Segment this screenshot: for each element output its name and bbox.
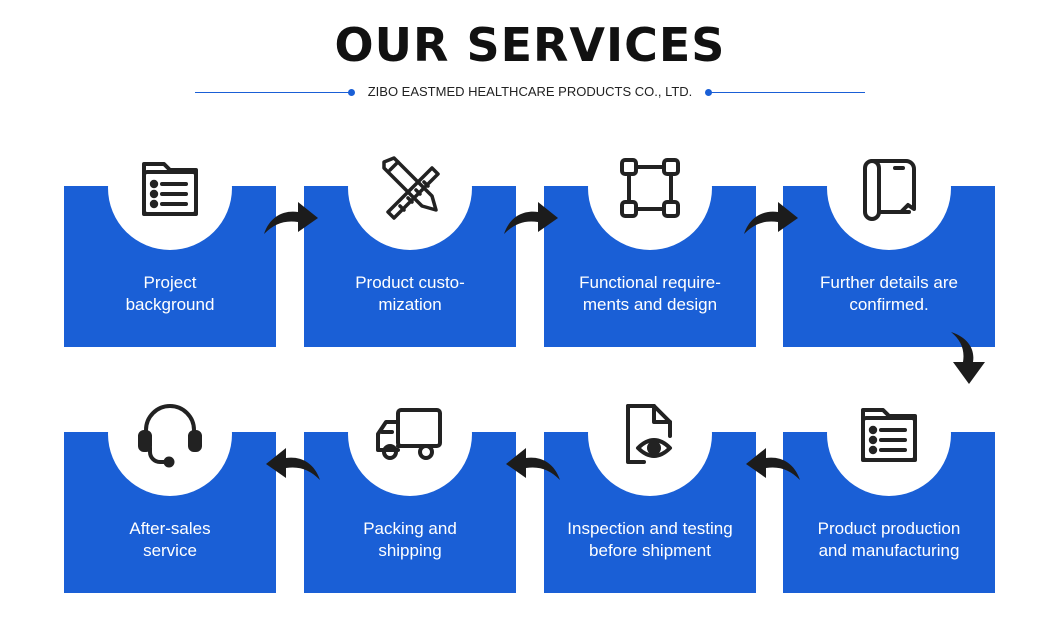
company-name: ZIBO EASTMED HEALTHCARE PRODUCTS CO., LT… xyxy=(367,84,693,99)
page-title: OUR SERVICES xyxy=(334,18,726,72)
folder-list-icon xyxy=(861,408,917,462)
folder-list-icon xyxy=(142,162,198,216)
step-label: Product production and manufacturing xyxy=(817,519,961,560)
step-icon-circle xyxy=(108,372,232,496)
step-label: After-sales service xyxy=(129,519,211,560)
step-label: Further details are confirmed. xyxy=(820,273,958,314)
step-icon-circle xyxy=(588,372,712,496)
vector-frame-icon xyxy=(620,158,680,218)
step-label: Packing and shipping xyxy=(363,519,457,560)
step-icon-circle xyxy=(827,126,951,250)
step-icon-circle xyxy=(348,126,472,250)
step-label: Product custo- mization xyxy=(355,273,465,314)
pencil-ruler-icon xyxy=(382,156,440,220)
divider-dot-right xyxy=(705,89,712,96)
step-icon-circle xyxy=(588,126,712,250)
document-eye-icon xyxy=(626,404,672,464)
delivery-truck-icon xyxy=(376,408,442,460)
divider-right xyxy=(710,92,865,93)
headset-icon xyxy=(138,404,202,468)
curved-arrow-right-icon xyxy=(742,196,802,236)
step-icon-circle xyxy=(827,372,951,496)
divider-dot-left xyxy=(348,89,355,96)
step-icon-circle xyxy=(348,372,472,496)
divider-left xyxy=(195,92,350,93)
curved-arrow-down-icon xyxy=(945,330,995,386)
step-card-project-background: Project background xyxy=(64,186,276,347)
curved-arrow-left-icon xyxy=(502,442,562,482)
subtitle-row: ZIBO EASTMED HEALTHCARE PRODUCTS CO., LT… xyxy=(195,82,865,104)
curved-arrow-right-icon xyxy=(262,196,322,236)
step-label: Project background xyxy=(125,273,215,314)
step-label: Functional require- ments and design xyxy=(579,273,721,314)
scroll-paper-icon xyxy=(863,159,916,221)
step-icon-circle xyxy=(108,126,232,250)
curved-arrow-left-icon xyxy=(262,442,322,482)
curved-arrow-left-icon xyxy=(742,442,802,482)
step-label: Inspection and testing before shipment xyxy=(567,519,733,560)
curved-arrow-right-icon xyxy=(502,196,562,236)
